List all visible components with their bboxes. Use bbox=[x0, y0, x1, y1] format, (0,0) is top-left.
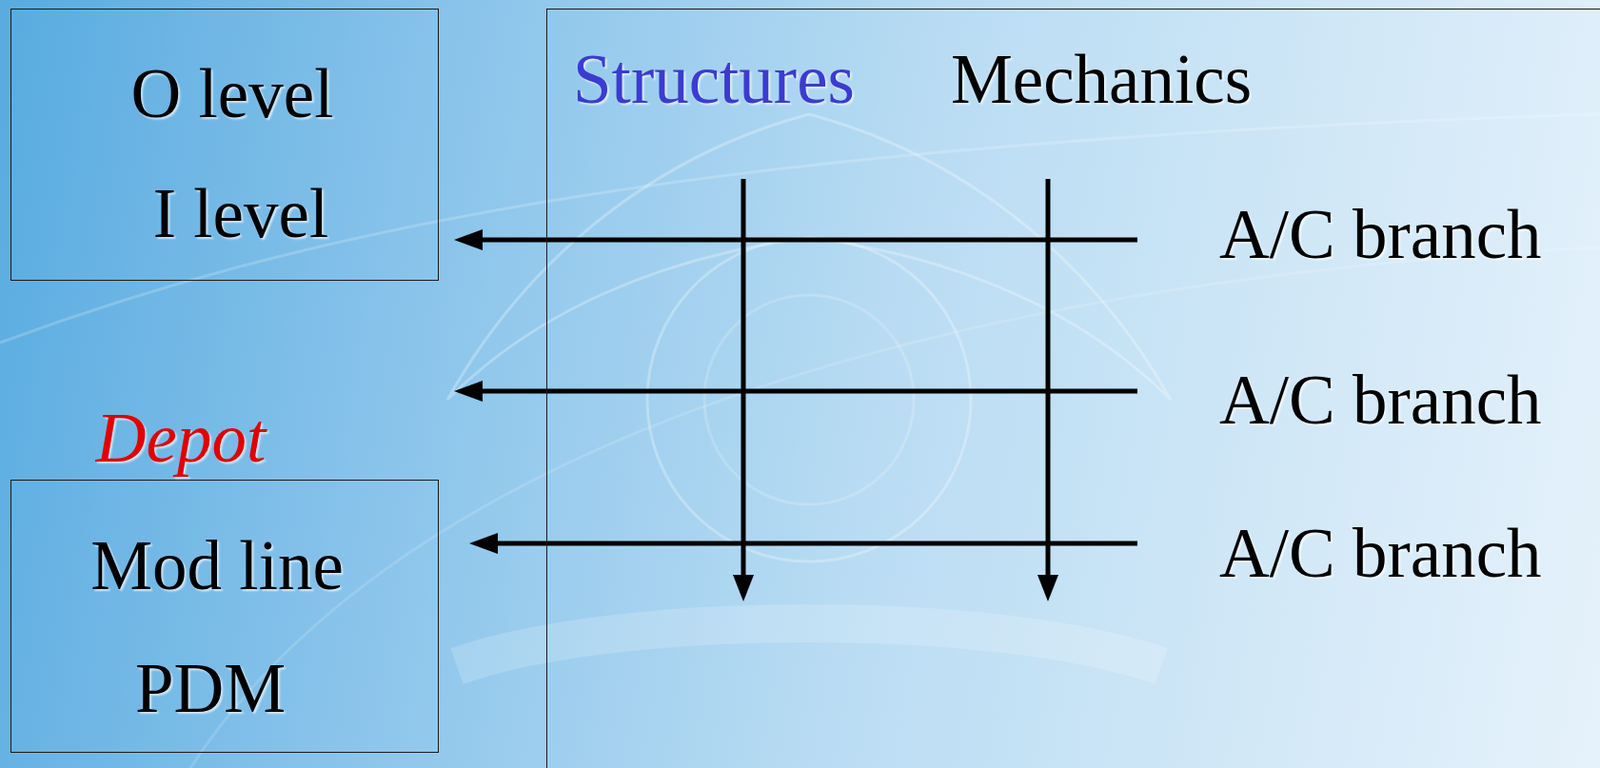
box-label: O level bbox=[131, 54, 335, 135]
emblem-wing bbox=[447, 114, 810, 400]
branch-label: A/C branch bbox=[1219, 360, 1542, 441]
arrow-line bbox=[480, 389, 1138, 395]
branch-label-node: A/C branch bbox=[1137, 360, 1548, 441]
group-heading: Depot bbox=[96, 398, 266, 479]
swoosh-line bbox=[0, 114, 1600, 343]
arrow-line bbox=[480, 237, 1138, 243]
arrow-line bbox=[495, 541, 1138, 547]
branch-arrow bbox=[454, 229, 1138, 251]
emblem-watermark bbox=[0, 114, 1600, 768]
arrow-head bbox=[1037, 574, 1059, 602]
box-label: Mod line bbox=[90, 526, 344, 607]
arrow-head bbox=[732, 574, 754, 602]
emblem-ring bbox=[647, 237, 971, 562]
branch-label: A/C branch bbox=[1219, 513, 1542, 594]
box-label: Mechanics bbox=[950, 39, 1252, 120]
arrow-head bbox=[454, 380, 483, 402]
branch-label: A/C branch bbox=[1219, 195, 1542, 276]
swoosh-line bbox=[190, 247, 1600, 768]
box-label: Structures bbox=[572, 39, 855, 120]
box-label: PDM bbox=[135, 649, 286, 730]
branch-arrow bbox=[454, 380, 1138, 402]
emblem-banner bbox=[456, 623, 1162, 667]
branch-label-node: A/C branch bbox=[1137, 195, 1548, 276]
box-label: I level bbox=[153, 174, 329, 255]
emblem-ring bbox=[704, 295, 914, 505]
level-box: O level I level bbox=[10, 8, 439, 281]
arrow-head bbox=[454, 229, 483, 251]
level-box: DepotMod linePDM bbox=[10, 395, 439, 753]
branch-arrow bbox=[469, 533, 1138, 554]
branch-label-node: A/C branch bbox=[1137, 513, 1548, 594]
level-box: A/C branchA/C branchA/C branchStructures… bbox=[546, 8, 1600, 768]
arrow-head bbox=[469, 533, 498, 554]
